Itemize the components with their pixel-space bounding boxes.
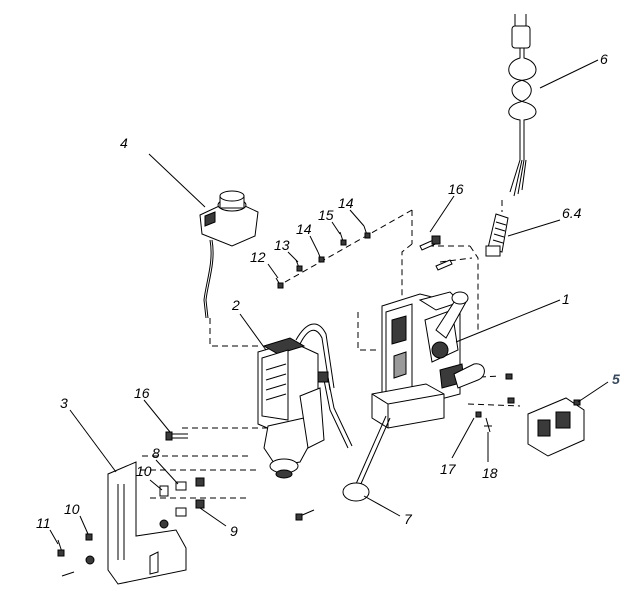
handle-part (342, 415, 391, 502)
callout-4: 4 (120, 135, 128, 151)
callout-10-lower: 10 (64, 501, 80, 517)
screw-12 (275, 277, 284, 289)
screw-13 (295, 259, 303, 272)
screw-row-12-15 (275, 225, 371, 289)
drill-stand-part (371, 291, 485, 429)
callout-9: 9 (230, 523, 238, 539)
callout-11: 11 (36, 515, 51, 531)
bolt-16-lower (165, 431, 188, 441)
switch-box-part (527, 397, 585, 457)
power-cord-part (508, 14, 537, 197)
bolt-16-upper (419, 235, 441, 251)
callout-17: 17 (440, 461, 457, 477)
callout-10-upper: 10 (136, 463, 152, 479)
callout-16-lower: 16 (134, 385, 150, 401)
screws-10-11-lower (57, 533, 95, 577)
callout-16-upper: 16 (448, 181, 464, 197)
parts-8-9-10 (159, 477, 205, 529)
strain-relief-part (485, 213, 509, 257)
bolt-guide (435, 259, 453, 271)
callout-15: 15 (318, 207, 334, 223)
callout-13: 13 (274, 237, 290, 253)
callout-5: 5 (612, 371, 620, 387)
stand-screws (475, 373, 515, 433)
callout-6-4: 6.4 (562, 205, 582, 221)
callout-7: 7 (404, 511, 413, 527)
screw-15 (339, 231, 347, 246)
callout-14-lower: 14 (296, 221, 312, 237)
callout-2: 2 (231, 297, 240, 313)
callout-12: 12 (250, 249, 266, 265)
callout-labels: 1 2 3 4 5 6 6.4 7 8 9 10 10 11 12 13 14 … (36, 51, 620, 539)
motor-part (257, 323, 353, 479)
screw-14 (317, 251, 325, 263)
callout-14-upper: 14 (338, 195, 354, 211)
coolant-tank-part (199, 190, 259, 319)
screw-14b (363, 225, 371, 239)
callout-6: 6 (600, 51, 608, 67)
callout-1: 1 (562, 291, 570, 307)
motor-bottom-bolt (295, 509, 315, 521)
bracket-plate-part (107, 461, 187, 585)
callout-8: 8 (152, 445, 160, 461)
callout-18: 18 (482, 465, 498, 481)
callout-3: 3 (60, 395, 68, 411)
